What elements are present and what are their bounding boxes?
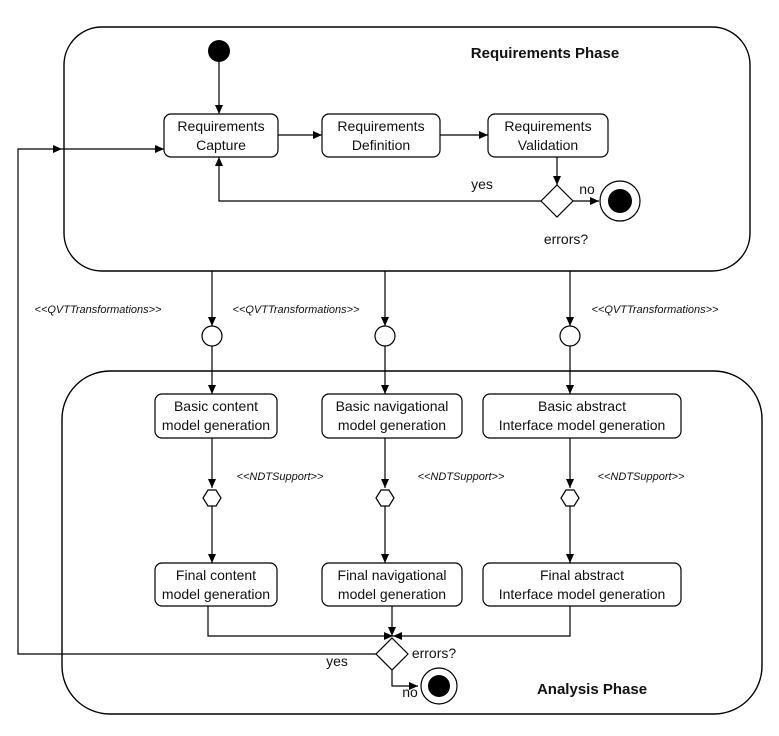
transformation-node-2	[374, 325, 396, 347]
basic-abstract-label-1: Basic abstract	[538, 398, 626, 414]
qvt-transformations-label-1: <<QVTTransformations>>	[35, 304, 163, 316]
requirements-capture-label-1: Requirements	[177, 118, 264, 134]
ndt-support-node-3	[560, 489, 580, 507]
final-navigational-label-1: Final navigational	[338, 567, 447, 583]
final-abstract-label-2: Interface model generation	[499, 586, 666, 602]
analysis-yes-label: yes	[326, 653, 348, 669]
analysis-phase-container	[61, 370, 763, 715]
requirements-capture-label-2: Capture	[196, 137, 246, 153]
ndt-support-node-1	[202, 489, 222, 507]
basic-navigational-label-2: model generation	[338, 417, 446, 433]
transformation-node-1	[201, 325, 223, 347]
requirements-validation-label-1: Requirements	[504, 118, 591, 134]
final-content-label-1: Final content	[176, 567, 256, 583]
requirements-decision-label: errors?	[544, 231, 589, 247]
ndt-support-label-1: <<NDTSupport>>	[237, 471, 324, 483]
basic-navigational-label-1: Basic navigational	[336, 398, 449, 414]
requirements-no-label: no	[579, 181, 595, 197]
transformation-node-3	[559, 325, 581, 347]
ndt-support-label-2: <<NDTSupport>>	[418, 471, 505, 483]
ndt-support-node-2	[375, 489, 395, 507]
initial-node	[208, 40, 230, 62]
final-content-model-activity	[154, 562, 278, 607]
requirements-definition-label-2: Definition	[352, 137, 410, 153]
basic-content-label-1: Basic content	[174, 398, 258, 414]
final-navigational-label-2: model generation	[338, 586, 446, 602]
qvt-transformations-label-2: <<QVTTransformations>>	[233, 304, 361, 316]
basic-abstract-label-2: Interface model generation	[499, 417, 666, 433]
basic-abstract-interface-model-activity	[482, 393, 682, 439]
analysis-final-node-dot	[428, 675, 450, 697]
analysis-decision-label: errors?	[412, 645, 457, 661]
requirements-validation-activity	[487, 113, 609, 158]
basic-content-model-activity	[154, 393, 278, 439]
requirements-decision-node	[540, 184, 574, 218]
requirements-phase-title: Requirements Phase	[471, 45, 619, 62]
final-content-label-2: model generation	[162, 586, 270, 602]
basic-navigational-model-activity	[321, 393, 463, 439]
analysis-phase-title: Analysis Phase	[537, 681, 647, 698]
requirements-yes-label: yes	[471, 176, 493, 192]
analysis-no-label: no	[402, 684, 418, 700]
final-abstract-interface-model-activity	[482, 562, 682, 607]
requirements-final-node-dot	[608, 189, 632, 213]
requirements-definition-label-1: Requirements	[337, 118, 424, 134]
ndt-support-label-3: <<NDTSupport>>	[598, 471, 685, 483]
final-abstract-label-1: Final abstract	[540, 567, 624, 583]
qvt-transformations-label-3: <<QVTTransformations>>	[592, 304, 720, 316]
basic-content-label-2: model generation	[162, 417, 270, 433]
requirements-validation-label-2: Validation	[518, 137, 578, 153]
